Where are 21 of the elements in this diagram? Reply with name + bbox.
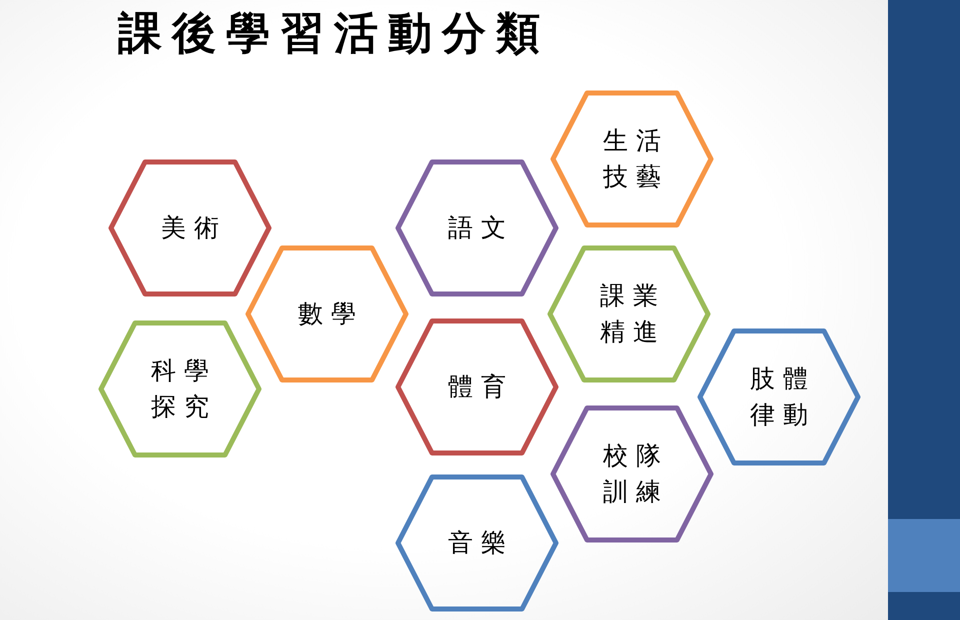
category-label: 體育: [448, 371, 514, 403]
category-label: 美術: [161, 212, 227, 244]
category-label: 肢體律動: [749, 363, 817, 431]
slide-title: 課後學習活動分類: [118, 7, 550, 61]
hexagon-tile: [550, 90, 714, 228]
category-label: 校隊訓練: [602, 440, 670, 508]
hexagon-tile: [98, 320, 262, 458]
hexagon-tile: [395, 159, 559, 297]
hexagon-tile: [550, 405, 714, 543]
category-label: 科學探究: [150, 355, 218, 423]
hexagon-tile: [395, 474, 559, 612]
hexagon-tile: [245, 245, 409, 383]
category-label: 生活技藝: [602, 125, 670, 193]
category-label: 數學: [298, 298, 364, 330]
hexagon-tile: [547, 245, 711, 383]
category-label: 音樂: [448, 527, 514, 559]
category-label: 課業精進: [599, 280, 667, 348]
category-label: 語文: [448, 212, 514, 244]
hexagon-tile: [697, 328, 861, 466]
hexagon-tile: [395, 318, 559, 456]
hexagon-tile: [108, 159, 272, 297]
